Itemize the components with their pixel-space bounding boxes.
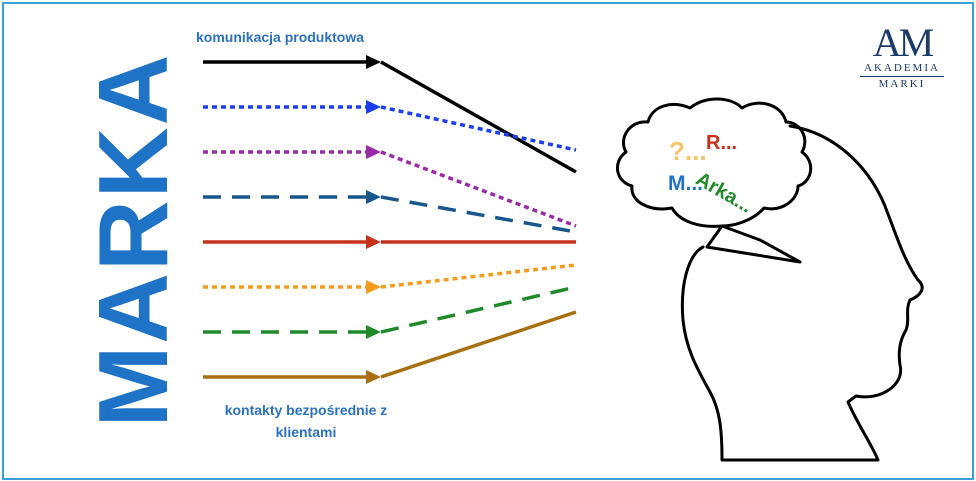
arrowhead-icon: [366, 235, 381, 249]
thought-cloud-icon: [616, 97, 813, 264]
logo-divider: [860, 76, 944, 77]
channel-converge-1: [380, 60, 577, 174]
channel-converge-2: [380, 105, 577, 152]
arrowhead-icon: [366, 190, 381, 204]
arrowhead-icon: [366, 370, 381, 384]
logo-line-akademia: AKADEMIA: [864, 62, 940, 74]
channel-converge-8: [380, 310, 577, 379]
brain-word-m: M...: [668, 172, 703, 195]
arrowhead-icon: [366, 325, 381, 339]
label-direct-contacts: kontakty bezpośrednie z klientami: [224, 402, 388, 440]
arrowhead-icon: [366, 145, 381, 159]
arrowhead-icon: [366, 100, 381, 114]
arrowhead-icon: [366, 55, 381, 69]
head-silhouette: [616, 97, 924, 462]
brain-word-question: ?...: [669, 136, 707, 166]
channel-converge-4: [380, 195, 577, 234]
channel-arrows: [203, 55, 577, 384]
head-outline-icon: [680, 124, 924, 462]
arrowhead-icon: [366, 280, 381, 294]
channel-converge-7: [380, 285, 577, 334]
channel-converge-6: [380, 263, 577, 289]
akademia-marki-logo: AM AKADEMIA MARKI: [856, 20, 948, 91]
channel-converge-3: [380, 150, 577, 228]
logo-line-marki: MARKI: [878, 78, 926, 90]
label-product-communication: komunikacja produktowa: [196, 29, 365, 45]
brain-word-r: R...: [706, 132, 738, 154]
logo-monogram: AM: [872, 20, 934, 65]
